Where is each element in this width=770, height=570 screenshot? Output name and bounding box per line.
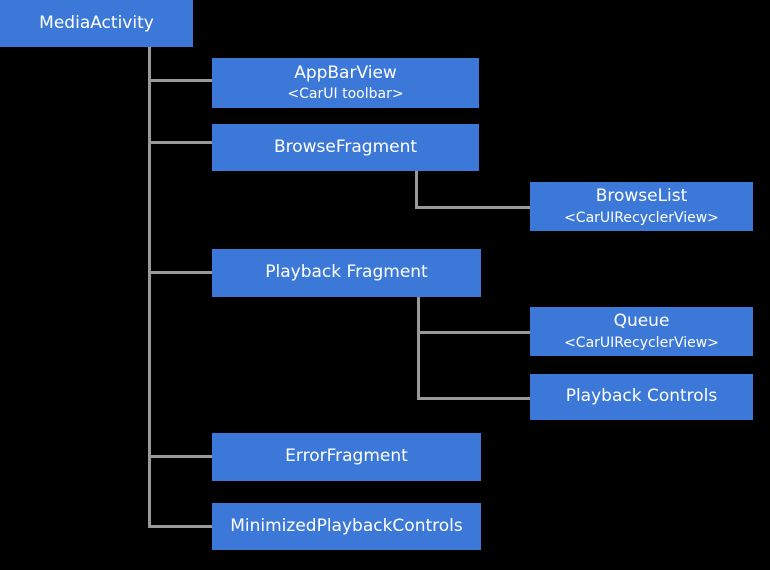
edge-branch-queue bbox=[417, 331, 530, 334]
edge-branch-browse-fragment bbox=[148, 141, 212, 144]
node-title: Queue bbox=[613, 311, 670, 332]
node-browse-fragment[interactable]: BrowseFragment bbox=[212, 124, 479, 171]
node-subtitle: <CarUIRecyclerView> bbox=[564, 334, 719, 351]
node-title: MinimizedPlaybackControls bbox=[230, 515, 463, 536]
node-title: Playback Controls bbox=[565, 386, 718, 407]
edge-branch-error-fragment bbox=[148, 455, 212, 458]
edge-trunk-browse-fragment bbox=[415, 171, 418, 209]
node-media-activity[interactable]: MediaActivity bbox=[0, 0, 193, 47]
node-subtitle: <CarUI toolbar> bbox=[287, 86, 404, 103]
node-title: BrowseFragment bbox=[273, 136, 418, 157]
node-playback-controls[interactable]: Playback Controls bbox=[530, 374, 753, 420]
node-title: Playback Fragment bbox=[265, 262, 428, 283]
edge-branch-playback-fragment bbox=[148, 271, 212, 274]
edge-trunk-playback-fragment bbox=[417, 297, 420, 400]
node-app-bar-view[interactable]: AppBarView <CarUI toolbar> bbox=[212, 58, 479, 108]
edge-trunk-root bbox=[148, 47, 151, 528]
node-playback-fragment[interactable]: Playback Fragment bbox=[212, 249, 481, 297]
node-minimized-playback-controls[interactable]: MinimizedPlaybackControls bbox=[212, 503, 481, 550]
node-error-fragment[interactable]: ErrorFragment bbox=[212, 433, 481, 481]
node-title: ErrorFragment bbox=[285, 446, 408, 467]
edge-branch-minimized-playback-controls bbox=[148, 525, 212, 528]
node-subtitle: <CarUIRecyclerView> bbox=[564, 209, 719, 226]
edge-branch-app-bar-view bbox=[148, 79, 212, 82]
node-title: MediaActivity bbox=[39, 12, 154, 33]
node-browse-list[interactable]: BrowseList <CarUIRecyclerView> bbox=[530, 182, 753, 231]
node-title: AppBarView bbox=[294, 62, 397, 83]
node-title: BrowseList bbox=[595, 186, 688, 207]
node-queue[interactable]: Queue <CarUIRecyclerView> bbox=[530, 307, 753, 356]
edge-branch-browse-list bbox=[415, 206, 530, 209]
edge-branch-playback-controls bbox=[417, 397, 530, 400]
